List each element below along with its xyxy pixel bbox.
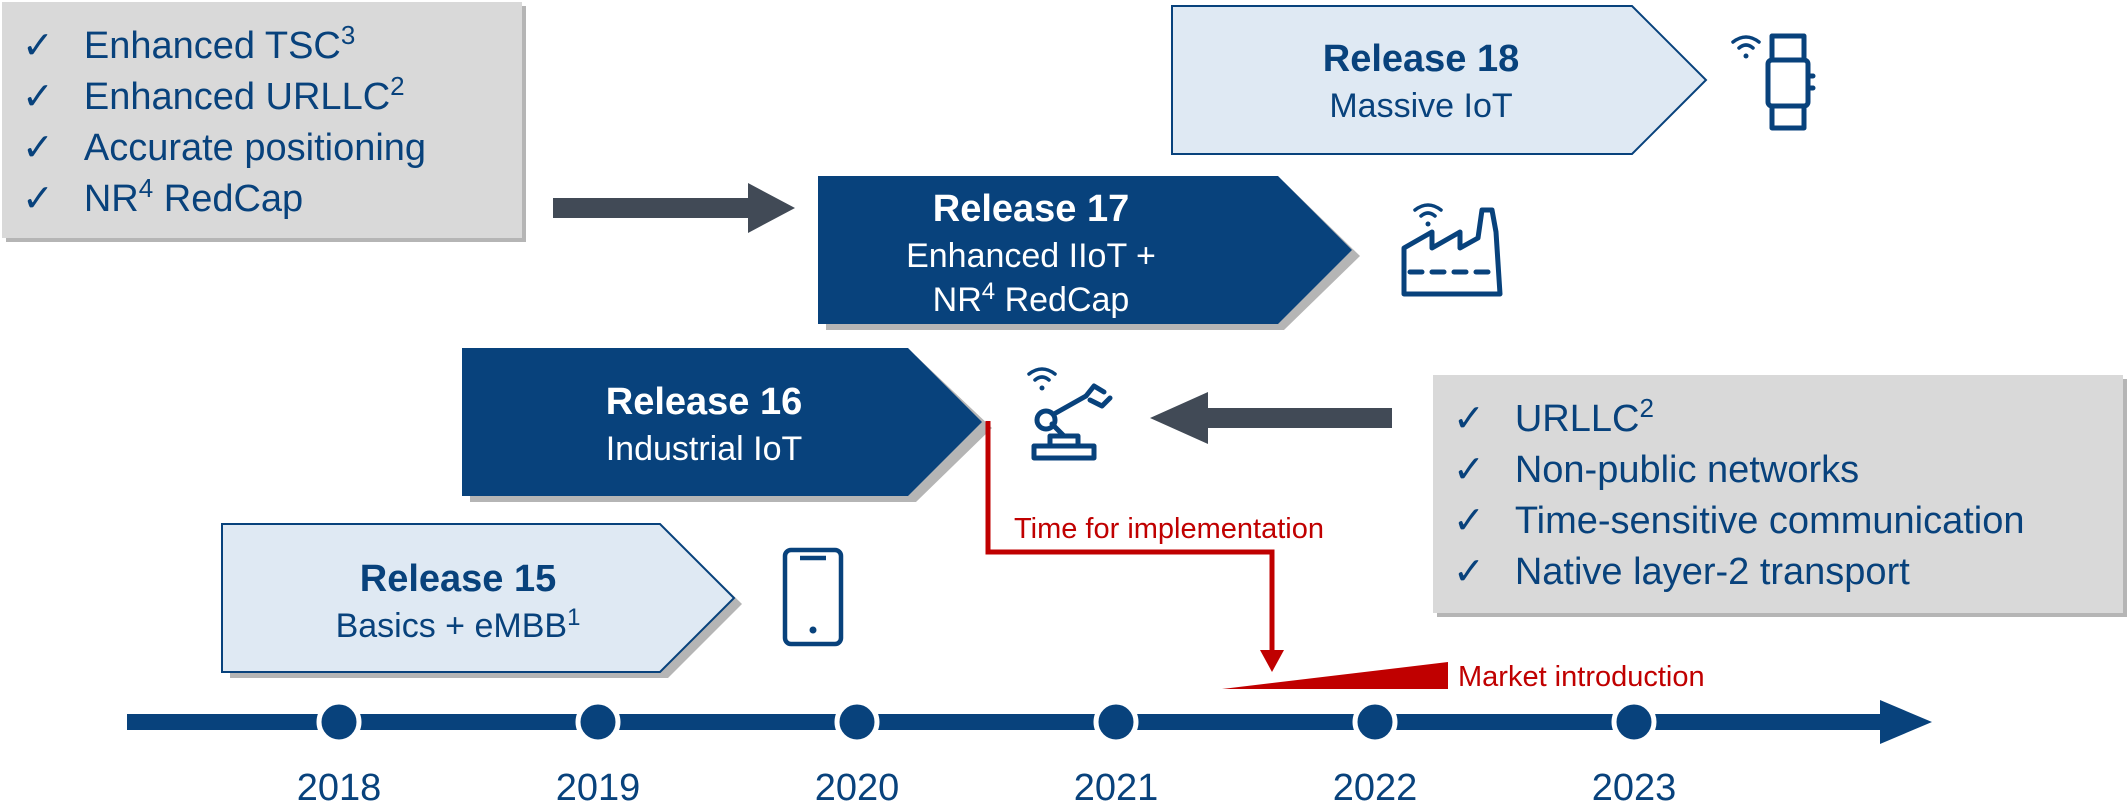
timeline: 2018 2019 2020 2021 2022 2023 xyxy=(127,699,1932,807)
robot-arm-icon xyxy=(1027,367,1113,461)
rel16-feature-item: ✓URLLC2 xyxy=(1453,393,1654,440)
implementation-line xyxy=(985,421,1275,652)
release-15-subtitle: Basics + eMBB1 xyxy=(336,604,581,645)
release-15-banner: Release 15 Basics + eMBB1 xyxy=(221,523,742,678)
release-17-banner: Release 17 Enhanced IIoT + NR4 RedCap xyxy=(818,176,1360,330)
implementation-path: Time for implementation xyxy=(985,421,1324,672)
implementation-label: Time for implementation xyxy=(1014,513,1324,545)
timeline-year-marker xyxy=(575,699,621,745)
rel17-feature-item: ✓Enhanced URLLC2 xyxy=(22,71,405,118)
rel16-feature-item: ✓Time-sensitive communication xyxy=(1453,500,2025,542)
timeline-year-marker xyxy=(1611,699,1657,745)
release-17-title: Release 17 xyxy=(933,188,1130,230)
rel17-feature-item: ✓Accurate positioning xyxy=(22,127,426,169)
timeline-year-marker xyxy=(1352,699,1398,745)
rel17-feature-item: ✓Enhanced TSC3 xyxy=(22,20,355,67)
timeline-year-label: 2020 xyxy=(815,767,900,807)
rel16-feature-item: ✓Non-public networks xyxy=(1453,449,1859,491)
release-18-banner: Release 18 Massive IoT xyxy=(1171,5,1708,155)
release-18-shape xyxy=(1171,5,1708,155)
release-17-line1: Enhanced IIoT + xyxy=(906,237,1156,275)
release-16-shape xyxy=(462,348,982,496)
smartwatch-icon xyxy=(1731,33,1816,131)
market-wedge xyxy=(1222,662,1448,689)
rel17-feature-item: ✓NR4 RedCap xyxy=(22,173,303,220)
timeline-year-label: 2022 xyxy=(1333,767,1418,807)
smartphone-icon xyxy=(782,547,844,647)
market-introduction: Market introduction xyxy=(1222,661,1705,693)
timeline-year-marker xyxy=(1093,699,1139,745)
release-16-title: Release 16 xyxy=(606,381,803,423)
rel16-features-background xyxy=(1433,375,2123,613)
rel16-feature-item: ✓Native layer-2 transport xyxy=(1453,551,1910,593)
market-label: Market introduction xyxy=(1458,661,1705,693)
timeline-arrowhead xyxy=(1880,700,1932,744)
timeline-year-marker xyxy=(316,699,362,745)
release-18-title: Release 18 xyxy=(1323,38,1520,80)
release-15-shape xyxy=(221,523,736,673)
release-16-subtitle: Industrial IoT xyxy=(606,430,803,468)
release-16-banner: Release 16 Industrial IoT xyxy=(462,348,992,502)
timeline-year-label: 2019 xyxy=(556,767,641,807)
rel16-features-box: ✓URLLC2 ✓Non-public networks ✓Time-sensi… xyxy=(1433,375,2127,617)
timeline-year-marker xyxy=(834,699,880,745)
release-18-subtitle: Massive IoT xyxy=(1329,87,1512,125)
rel17-feature-arrow xyxy=(553,183,795,233)
timeline-year-label: 2018 xyxy=(297,767,382,807)
timeline-year-label: 2023 xyxy=(1592,767,1677,807)
release-17-shape xyxy=(818,176,1352,324)
rel17-features-background xyxy=(2,2,522,238)
implementation-arrowhead xyxy=(1260,650,1284,672)
factory-icon xyxy=(1401,203,1503,297)
rel17-features-box: ✓Enhanced TSC3 ✓Enhanced URLLC2 ✓Accurat… xyxy=(2,2,526,242)
release-17-line2: NR4 RedCap xyxy=(933,278,1130,319)
rel16-feature-arrow xyxy=(1150,392,1392,444)
timeline-year-label: 2021 xyxy=(1074,767,1159,807)
release-15-title: Release 15 xyxy=(360,558,557,600)
timeline-ticks: 2018 2019 2020 2021 2022 2023 xyxy=(297,699,1677,807)
